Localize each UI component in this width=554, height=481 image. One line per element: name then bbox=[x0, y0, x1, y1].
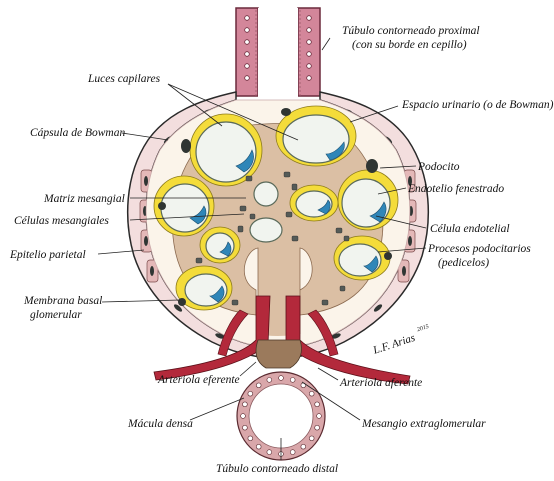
tubule-nucleus bbox=[243, 402, 248, 407]
tubule-nucleus bbox=[317, 414, 322, 419]
label-arteriola-eferente: Arteriola eferente bbox=[157, 374, 240, 386]
label-matriz-mesangial: Matriz mesangial bbox=[43, 193, 125, 205]
tubule-nucleus bbox=[267, 378, 272, 383]
label-luces-capilares: Luces capilares bbox=[87, 73, 161, 85]
tubule-nucleus bbox=[256, 444, 261, 449]
label-podocito: Podocito bbox=[417, 161, 460, 173]
tubule-nucleus bbox=[309, 391, 314, 396]
label-celulas-mesangiales: Células mesangiales bbox=[14, 215, 109, 227]
label-glomerular: glomerular bbox=[30, 309, 82, 321]
label-tubulo-proximal-sub: (con su borde en cepillo) bbox=[352, 39, 467, 51]
label-procesos-podocitarios: Procesos podocitarios bbox=[427, 243, 531, 255]
tubule-nucleus bbox=[248, 436, 253, 441]
tubule-nucleus bbox=[243, 425, 248, 430]
tubule-nucleus bbox=[309, 436, 314, 441]
label-macula-densa: Mácula densa bbox=[127, 418, 193, 430]
proximal-tubule-lumen bbox=[258, 8, 298, 100]
tubule-nucleus bbox=[315, 402, 320, 407]
tubule-nucleus bbox=[290, 450, 295, 455]
label-tubulo-distal: Túbulo contorneado distal bbox=[216, 463, 338, 475]
capillary-lumen bbox=[254, 182, 278, 206]
tubule-nucleus bbox=[290, 378, 295, 383]
capillary-lumen bbox=[250, 218, 282, 242]
label-espacio-urinario: Espacio urinario (o de Bowman) bbox=[401, 99, 554, 111]
label-arteriola-aferente: Arteriola aferente bbox=[339, 377, 422, 389]
tubule-nucleus bbox=[301, 444, 306, 449]
label-capsula-bowman: Cápsula de Bowman bbox=[30, 127, 125, 139]
label-pedicelos: (pedicelos) bbox=[438, 257, 489, 269]
tubule-nucleus bbox=[248, 391, 253, 396]
capillary-lumen bbox=[342, 179, 390, 227]
artist-signature: L.F. Arias 2015 bbox=[370, 324, 433, 357]
label-endotelio-fenestrado: Endotelio fenestrado bbox=[407, 183, 504, 195]
label-membrana-basal: Membrana basal bbox=[23, 295, 102, 307]
label-mesangio-extraglomerular: Mesangio extraglomerular bbox=[361, 418, 486, 430]
capillary-lumen bbox=[161, 184, 209, 232]
capillary-lumen bbox=[196, 122, 256, 182]
tubule-nucleus bbox=[241, 414, 246, 419]
tubule-nucleus bbox=[315, 425, 320, 430]
label-epitelio-parietal: Epitelio parietal bbox=[9, 249, 86, 261]
tubule-nucleus bbox=[256, 383, 261, 388]
extraglomerular-mesangium bbox=[256, 340, 301, 368]
signature-name: L.F. Arias bbox=[371, 332, 417, 357]
proximal-tubule bbox=[236, 8, 320, 100]
tubule-nucleus bbox=[279, 376, 284, 381]
label-celula-endotelial: Célula endotelial bbox=[430, 223, 510, 235]
label-tubulo-proximal: Túbulo contorneado proximal bbox=[342, 25, 480, 37]
signature-year: 2015 bbox=[416, 324, 429, 333]
tubule-nucleus bbox=[267, 450, 272, 455]
